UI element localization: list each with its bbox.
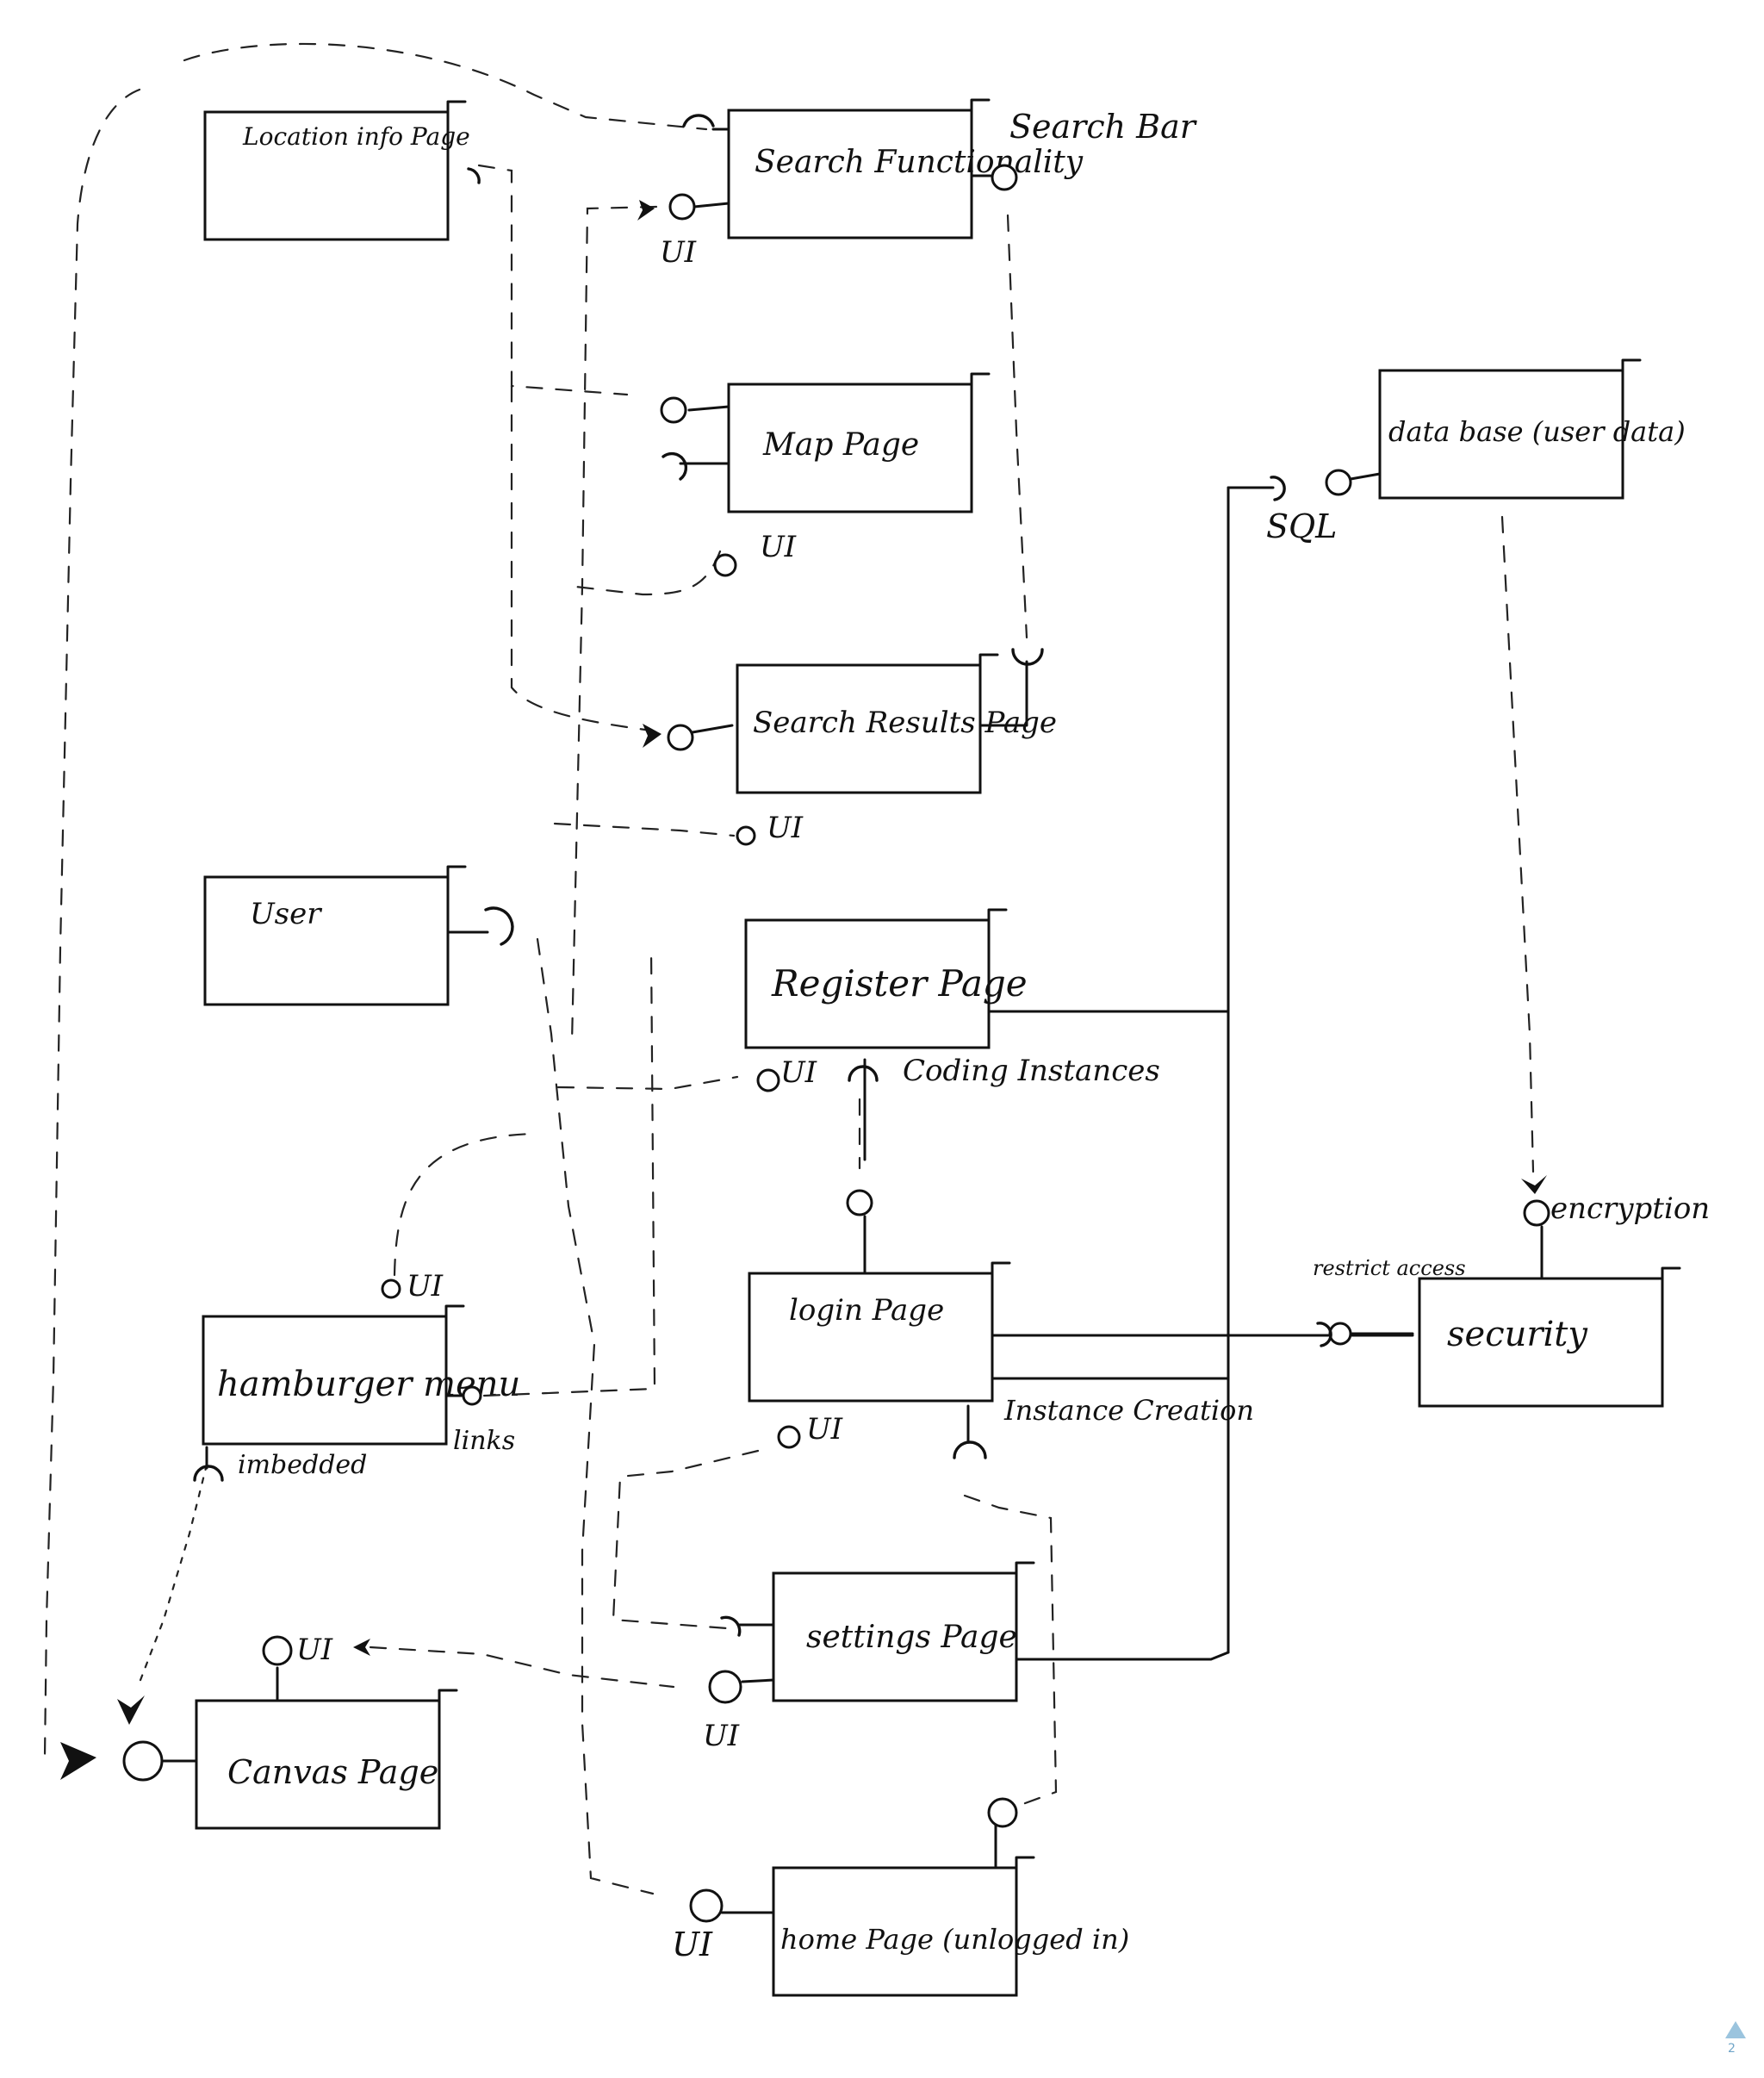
map-lollipop xyxy=(660,396,687,424)
settings-ui-label: UI xyxy=(703,1719,740,1753)
search-bar-label: Search Bar xyxy=(1009,108,1198,146)
component-register-page: Register Page xyxy=(744,908,1028,1049)
search-functionality-label: Search Functionality xyxy=(755,145,1084,180)
settings-page-label: settings Page xyxy=(806,1620,1017,1655)
canvas-arrow-top xyxy=(117,1695,145,1725)
login-ui-lollipop xyxy=(777,1425,801,1449)
component-canvas-page: Canvas Page xyxy=(195,1689,458,1830)
map-ui-label: UI xyxy=(760,530,797,564)
component-user: User xyxy=(203,865,467,1006)
canvas-ui-lollipop xyxy=(262,1635,293,1666)
security-restrict-lollipop xyxy=(1328,1322,1352,1346)
dotted-connectors xyxy=(136,1463,208,1689)
search-results-label: Search Results Page xyxy=(753,706,1057,740)
home-ui-label: UI xyxy=(672,1926,713,1963)
canvas-lollipop xyxy=(122,1740,164,1782)
search-ui-arrow xyxy=(637,200,655,221)
settings-ui-lollipop xyxy=(708,1670,742,1704)
instance-creation-label: Instance Creation xyxy=(1003,1394,1254,1427)
sql-label: SQL xyxy=(1266,507,1337,545)
login-ui-label: UI xyxy=(806,1412,843,1447)
component-hamburger-menu: hamburger menu xyxy=(202,1304,520,1446)
home-lollipop xyxy=(987,1797,1018,1828)
component-login-page: login Page xyxy=(748,1261,1011,1403)
page-scroll-indicator[interactable]: 2 xyxy=(1723,2021,1748,2073)
imbedded-label: imbedded xyxy=(238,1450,367,1480)
component-search-functionality: Search Functionality xyxy=(727,98,1084,240)
links-label: links xyxy=(453,1426,515,1456)
canvas-page-label: Canvas Page xyxy=(227,1753,438,1791)
results-arrow xyxy=(643,724,662,748)
component-settings-page: settings Page xyxy=(772,1561,1035,1702)
canvas-ui-arrow xyxy=(353,1639,370,1656)
interface-labels: Search Bar UI UI UI SQL UI Coding Instan… xyxy=(238,108,1710,1963)
database-label: data base (user data) xyxy=(1388,415,1686,448)
register-ui-label: UI xyxy=(780,1055,817,1090)
component-security: security xyxy=(1418,1266,1681,1408)
user-label: User xyxy=(250,897,322,931)
search-ui-label: UI xyxy=(660,235,697,270)
location-info-label: Location info Page xyxy=(242,122,470,151)
register-page-label: Register Page xyxy=(771,962,1028,1005)
coding-instances-label: Coding Instances xyxy=(903,1054,1160,1088)
hamburger-ui-label: UI xyxy=(407,1269,444,1303)
home-ui-lollipop xyxy=(689,1888,724,1923)
login-page-label: login Page xyxy=(789,1293,944,1328)
search-bar-lollipop xyxy=(991,164,1018,191)
hamburger-ui-lollipop xyxy=(381,1279,401,1299)
dashed-connectors xyxy=(43,42,1535,1895)
arrowheads xyxy=(60,200,1547,1780)
search-ui-lollipop xyxy=(668,193,696,221)
login-dependency-lollipop xyxy=(846,1189,873,1216)
results-ui-label: UI xyxy=(767,811,804,845)
security-encryption-lollipop xyxy=(1523,1199,1550,1227)
database-sql-lollipop xyxy=(1325,469,1352,496)
map-page-label: Map Page xyxy=(762,427,919,463)
encryption-arrow xyxy=(1521,1175,1547,1194)
component-location-info-page: Location info Page xyxy=(203,100,470,241)
restrict-access-label: restrict access xyxy=(1313,1256,1466,1280)
required-interfaces xyxy=(193,114,1332,1637)
page-number: 2 xyxy=(1728,2042,1736,2056)
encryption-label: encryption xyxy=(1550,1191,1710,1226)
scroll-up-icon[interactable] xyxy=(1725,2021,1746,2038)
provided-interfaces xyxy=(122,164,1550,1923)
canvas-arrow-left xyxy=(60,1742,96,1780)
canvas-ui-label: UI xyxy=(296,1633,333,1667)
component-database: data base (user data) xyxy=(1378,358,1686,500)
component-home-page: home Page (unlogged in) xyxy=(772,1856,1129,1997)
results-ui-lollipop xyxy=(736,825,756,846)
hamburger-links-lollipop xyxy=(462,1385,482,1406)
component-map-page: Map Page xyxy=(727,372,991,513)
results-lollipop xyxy=(667,724,694,751)
register-ui-lollipop xyxy=(756,1068,780,1092)
map-ui-lollipop xyxy=(713,553,737,577)
home-page-label: home Page (unlogged in) xyxy=(780,1923,1129,1956)
component-search-results-page: Search Results Page xyxy=(736,653,1057,794)
security-label: security xyxy=(1447,1315,1588,1354)
